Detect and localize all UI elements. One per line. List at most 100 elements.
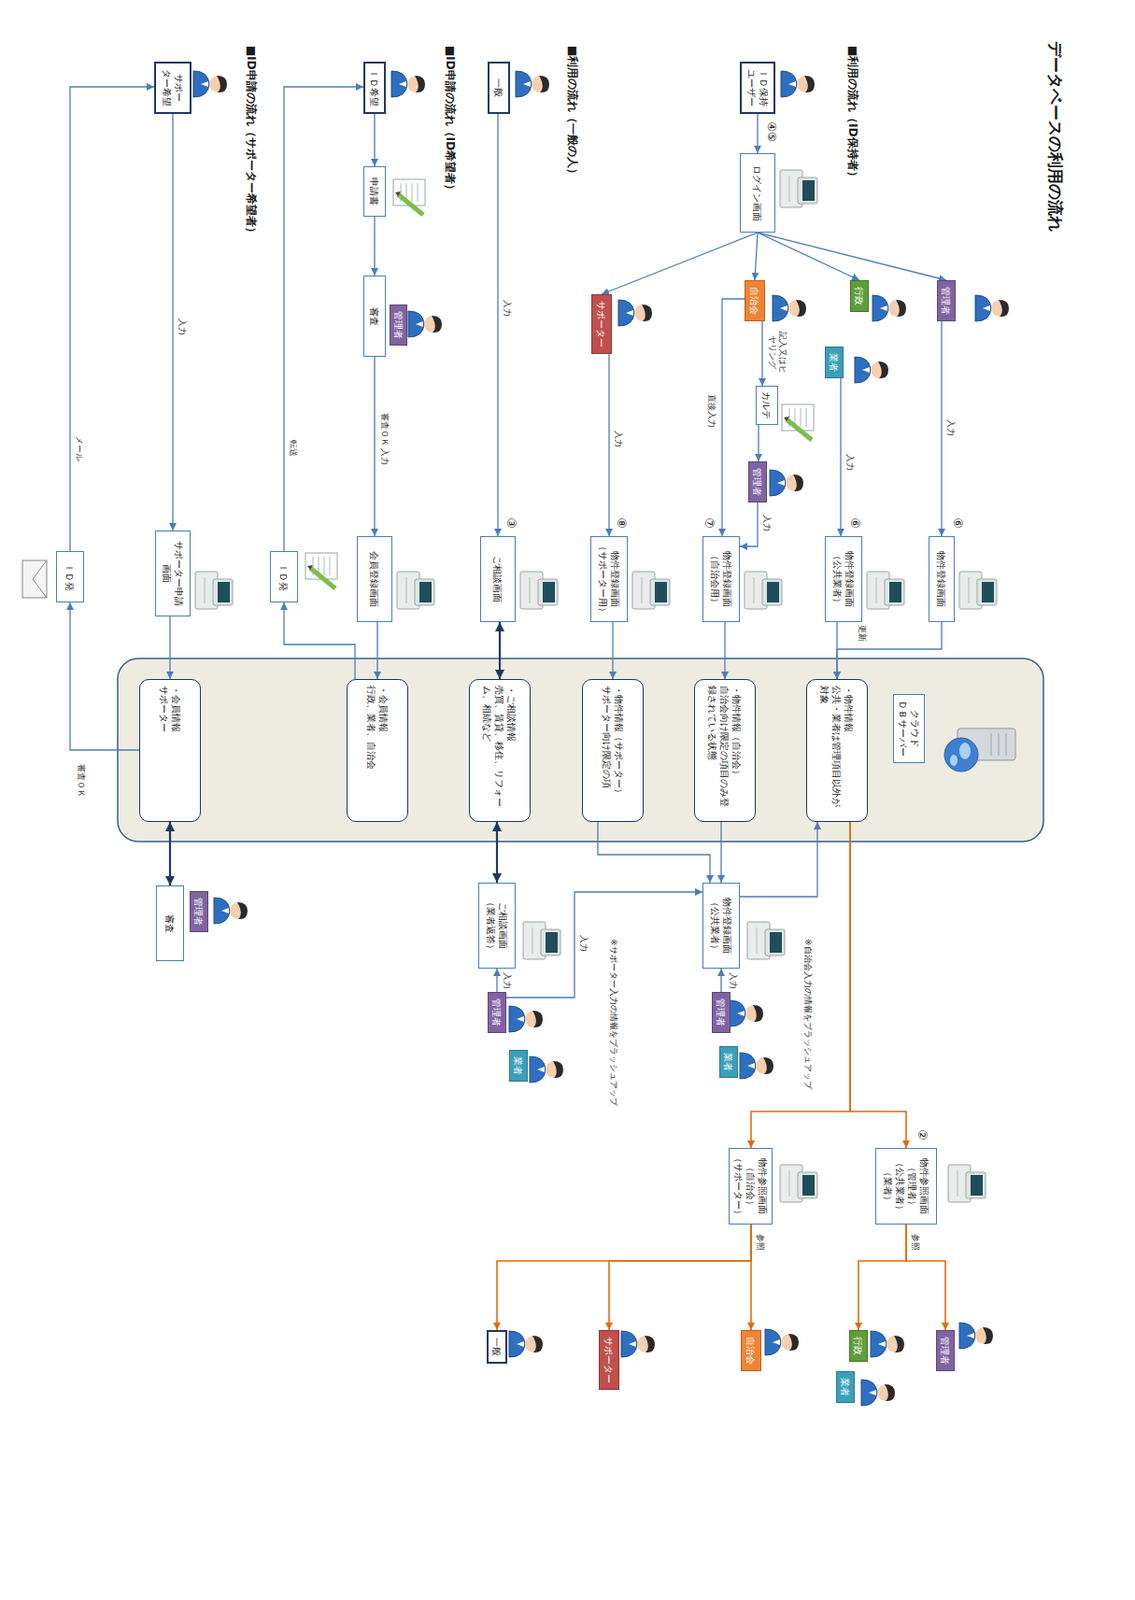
node-text: 自治会 [749, 286, 762, 315]
computer-icon [195, 571, 233, 610]
computer-icon [397, 571, 435, 610]
person-icon [780, 70, 815, 98]
connector [720, 822, 722, 883]
node-text: 売買、賃貸、移住、リフォーム、相続など [482, 685, 507, 816]
callout-number: ⑧ [614, 517, 629, 529]
connector [496, 113, 498, 537]
role-tag: 業者 [509, 1049, 528, 1082]
node-text: サポー ター希望 [160, 66, 185, 110]
screen-box: 物件登録画面 （公共業者） [702, 882, 740, 969]
screen-box: 物件登録画面 （公共業者） [824, 536, 863, 623]
connector [757, 232, 860, 281]
callout-number: ⑥ [848, 517, 863, 529]
connector [283, 602, 355, 680]
database-record: ・ご相談情報売買、賃貸、移住、リフォーム、相続など [468, 679, 531, 823]
node-text: 申請書 [368, 177, 382, 206]
computer-icon [632, 571, 670, 610]
role-tag: 業者 [824, 346, 844, 379]
node-text: ・会員情報 [377, 685, 390, 733]
node-text: 管理者 [939, 1336, 952, 1365]
person-icon [872, 295, 907, 322]
node-text: ご相談画面 [492, 555, 505, 603]
edge-label: 入力 [579, 933, 590, 954]
note: ※サポーター入力の情報をブラッシュアップ [609, 938, 619, 1107]
edge-label: メール [74, 434, 86, 464]
callout-number: ⑥ [950, 517, 965, 529]
screen-box: クラウド ＤＢサーバー [893, 694, 925, 764]
connector [70, 86, 155, 552]
connector [169, 822, 171, 886]
envelope-icon [22, 560, 47, 598]
connector [496, 822, 498, 883]
node-text: ＩＤ発 [278, 563, 291, 592]
node-text: カルテ [761, 391, 774, 420]
section-heading: ■利用の流れ（ID保持者） [845, 45, 859, 183]
screen-box: ご相談画面 [480, 536, 516, 623]
database-record: ・物件情報（自治会）自治会向け限定の項目のみ登録されている状態 [694, 679, 756, 823]
screen-box: 申請書 [363, 166, 386, 217]
document-icon [305, 553, 338, 589]
edge-label: 審査ＯＫ 入力 [380, 411, 391, 469]
connector [496, 968, 497, 993]
user-box: サポー ター希望 [154, 61, 192, 114]
edge-label: 入力 [728, 970, 739, 992]
node-text: サポーター [603, 1336, 616, 1384]
database-record: ・会員情報サポーター [139, 679, 201, 823]
node-text: 管理者 [491, 998, 504, 1027]
role-tag: 行政 [849, 1330, 868, 1362]
edge-label: 入力 [502, 970, 513, 992]
section-heading: ■ID申請の流れ（サポーター希望者） [243, 45, 257, 239]
screen-box: ご相談画面 （業者返答） [478, 882, 516, 969]
edge-label: 入力 [502, 297, 513, 319]
role-tag: サポーター [598, 1330, 620, 1391]
user-box: ＩＤ保持 ユーザー [739, 61, 776, 114]
connector [739, 502, 758, 547]
screen-box: 物件登録画面 （自治会用） [702, 536, 740, 623]
connector [373, 216, 375, 276]
node-text: 物件登録画面 （公共業者） [831, 539, 856, 619]
connector [720, 968, 722, 993]
screen-box: 物件参照画面 （自治会） （サポーター） [728, 1148, 773, 1225]
connector [757, 425, 759, 462]
person-icon [854, 356, 889, 384]
computer-icon [959, 571, 997, 610]
node-text: ＩＤ希望 [368, 69, 382, 107]
person-icon [213, 897, 248, 924]
node-text: サポーター申請 画面 [160, 534, 185, 613]
node-text: サポーター [595, 300, 609, 348]
node-text: 物件登録画面 （公共業者） [709, 886, 734, 965]
connector [858, 1224, 907, 1331]
node-text: 公共・業者は管理項目以外が対象 [819, 685, 844, 816]
node-text: 会員登録画面 [368, 551, 382, 608]
edge-label: 入力 [613, 428, 625, 450]
edge-label: 入力 [762, 512, 773, 534]
connector [837, 622, 942, 680]
person-icon [529, 1056, 564, 1083]
person-icon [765, 1329, 799, 1356]
node-text: ・物件情報（自治会） [731, 685, 744, 780]
role-tag: 管理者 [389, 304, 408, 346]
node-text: ・物件情報（サポーター） [612, 685, 625, 798]
document-icon [393, 179, 426, 215]
person-icon [509, 1006, 543, 1033]
connector [609, 1224, 752, 1331]
node-text: 自治会 [745, 1336, 758, 1365]
person-icon [408, 311, 442, 338]
role-tag: 管理者 [487, 992, 507, 1034]
connector [761, 321, 763, 386]
connector [283, 86, 364, 552]
connector [836, 622, 838, 680]
edge-label: 参照 [755, 1232, 767, 1253]
cloud-band [117, 658, 1044, 842]
edge-label: 更新 [857, 623, 868, 644]
node-text: 一般 [491, 1337, 504, 1357]
person-icon [515, 70, 550, 98]
connector [739, 822, 818, 897]
role-tag: 管理者 [936, 1330, 955, 1372]
edge-label: 参照 [910, 1232, 922, 1253]
node-text: ・物件情報 [843, 685, 856, 733]
callout-number: ③ [504, 517, 519, 529]
screen-box: ＩＤ発 [56, 551, 85, 603]
person-icon [769, 469, 804, 497]
